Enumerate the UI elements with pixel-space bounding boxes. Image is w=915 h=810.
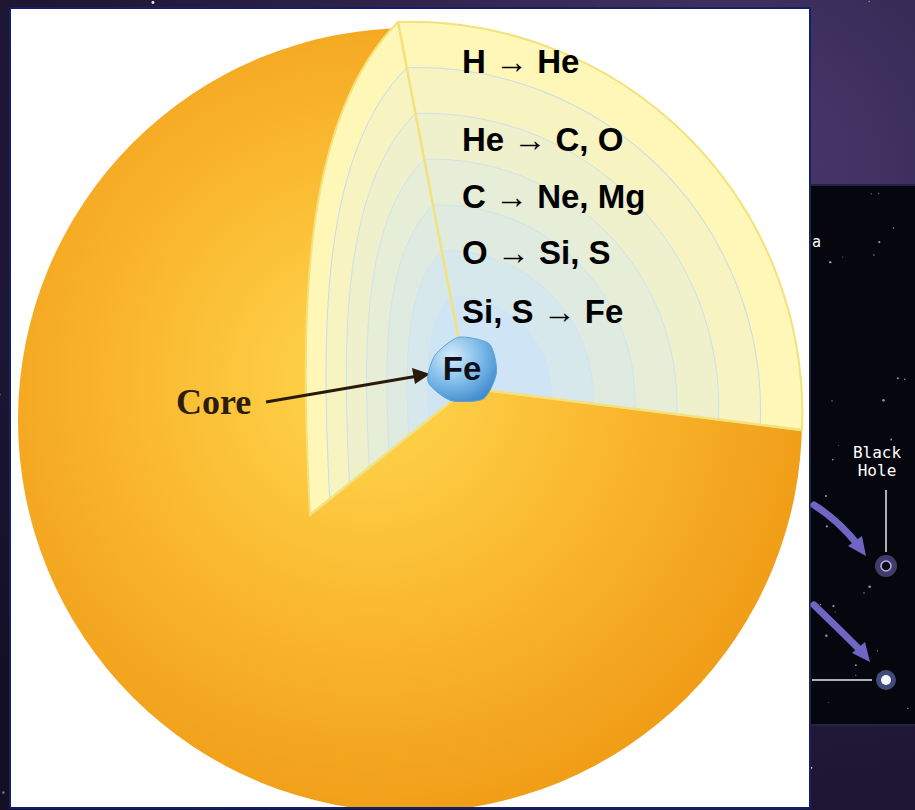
inset-label-box: a [812, 232, 821, 251]
star [877, 650, 878, 651]
cutaway-layers [306, 22, 803, 515]
fusion-layer-label-box: He → C, O [462, 120, 623, 160]
star [826, 525, 828, 527]
fusion-layer-label-box: O → Si, S [462, 233, 611, 273]
star [2, 791, 4, 793]
leader-arrowhead [412, 368, 430, 384]
star [882, 399, 885, 402]
shell-layer [306, 22, 803, 515]
fusion-layer-label: O → Si, S [462, 234, 611, 271]
fusion-layer-label: He → C, O [462, 121, 623, 158]
star [831, 400, 832, 401]
star [873, 254, 874, 255]
inset-stars [814, 193, 908, 709]
star [855, 664, 857, 666]
inset-label: a [812, 233, 821, 251]
star [878, 241, 880, 243]
fusion-layer-label: H → He [462, 43, 579, 80]
flow-arrow [814, 605, 862, 652]
star [907, 708, 908, 709]
star [871, 193, 872, 194]
star [828, 702, 830, 704]
star [863, 592, 865, 594]
star [838, 445, 840, 447]
core-shape [428, 337, 497, 402]
shell-layer [326, 68, 761, 500]
star [598, 5, 600, 7]
black-hole-glow [875, 555, 897, 577]
core-element-label: Fe [443, 350, 482, 388]
cut-edge [468, 388, 802, 430]
star [890, 439, 892, 441]
neutron-star [881, 675, 891, 685]
leader-line [812, 679, 872, 681]
flow-arrowhead [848, 536, 866, 556]
star [835, 611, 836, 612]
fusion-layer-label-box: C → Ne, Mg [462, 177, 645, 217]
shell-layer [387, 205, 635, 452]
shell-layer [367, 159, 677, 467]
flow-arrow [814, 505, 858, 545]
star [829, 261, 831, 263]
star [0, 394, 1, 396]
star [820, 604, 821, 605]
core-label-box: Core [176, 381, 251, 424]
neutron-star-glow [876, 670, 896, 690]
star [897, 377, 899, 379]
star [151, 1, 154, 4]
black-hole-label: Black Hole [853, 443, 901, 480]
cut-edge [398, 22, 468, 388]
star [904, 378, 906, 380]
fusion-layer-label-box: Si, S → Fe [462, 292, 623, 332]
star [832, 605, 834, 607]
leader-line [885, 490, 887, 552]
black-hole [881, 561, 891, 571]
star [842, 256, 843, 257]
black-hole-label-box: Black Hole [846, 444, 908, 481]
leader-line [266, 376, 418, 402]
star [825, 634, 827, 636]
core-label: Core [176, 382, 251, 422]
fusion-layer-label: C → Ne, Mg [462, 178, 645, 215]
star [868, 585, 871, 588]
star [825, 495, 827, 497]
iron-core: Fe [426, 336, 498, 402]
fusion-layer-label: Si, S → Fe [462, 293, 623, 330]
inset-panel [810, 185, 915, 725]
shell-layer [346, 113, 718, 483]
star [855, 675, 856, 676]
star [832, 459, 834, 461]
cut-edge [310, 388, 468, 515]
star [878, 193, 879, 194]
star [893, 227, 895, 229]
shell-layer [407, 251, 593, 436]
fusion-layer-label-box: H → He [462, 42, 579, 82]
flow-arrowhead [852, 642, 870, 662]
star [868, 1, 869, 2]
